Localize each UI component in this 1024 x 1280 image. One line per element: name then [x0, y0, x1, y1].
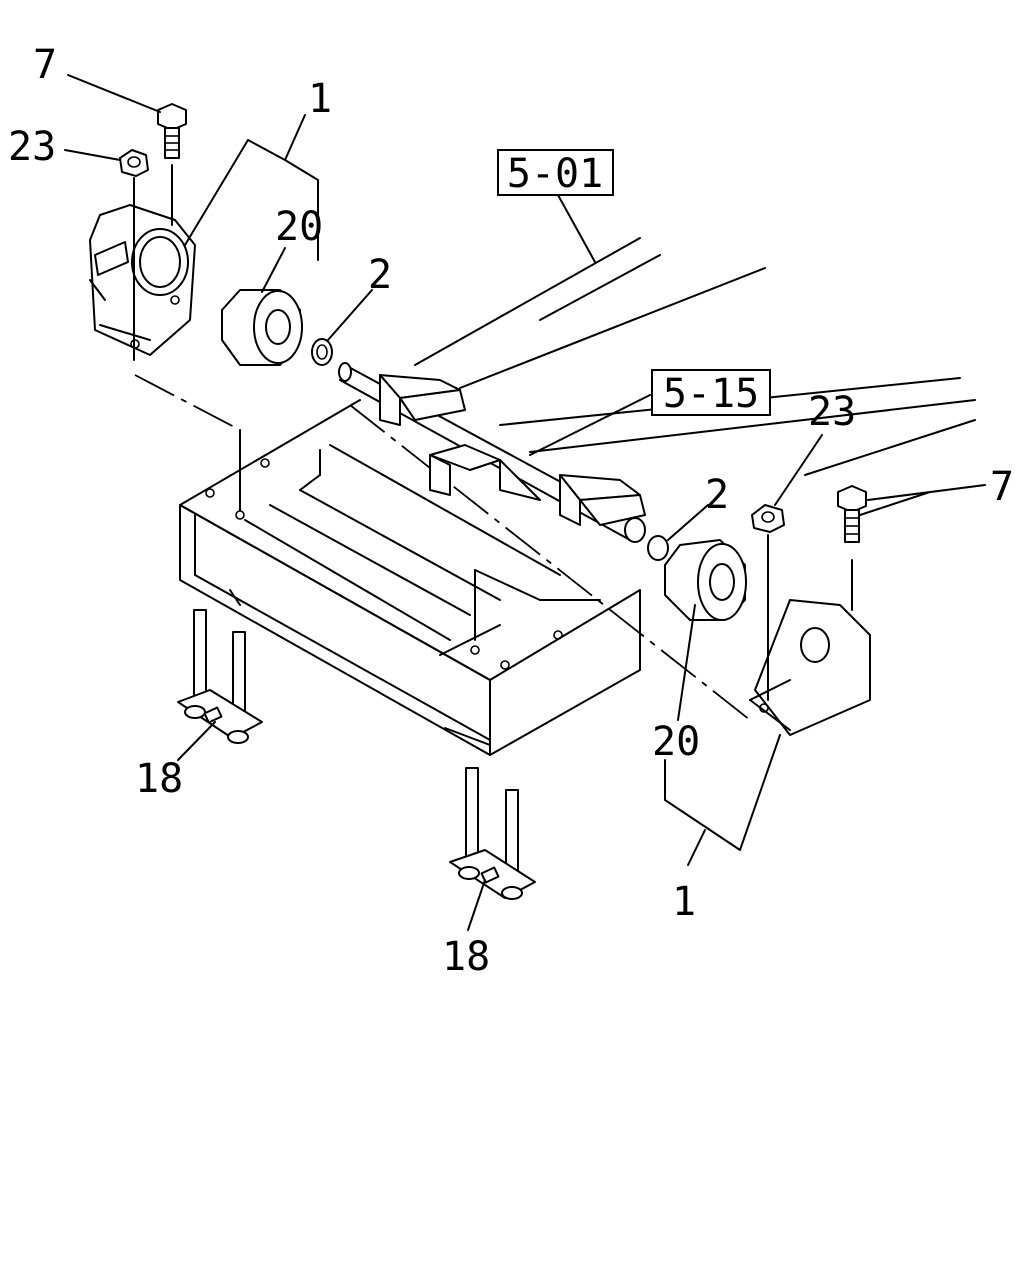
- reference-5-01-label: 5-01: [507, 151, 603, 197]
- callout-7-right: 7: [990, 464, 1014, 510]
- left-mount: [89, 103, 196, 361]
- callout-18-bottom: 18: [442, 934, 490, 980]
- reference-box-5-01[interactable]: 5-01: [497, 149, 614, 197]
- callout-20-top: 20: [275, 204, 323, 250]
- callout-2-top: 2: [368, 252, 392, 298]
- center-shaft: [338, 362, 646, 543]
- callout-23-right: 23: [808, 389, 856, 435]
- stud-bolts-bottom: [449, 767, 536, 900]
- frame-rails: [414, 237, 976, 516]
- callout-23-top: 23: [8, 124, 56, 170]
- callout-1-top: 1: [308, 76, 332, 122]
- right-mount: [749, 485, 871, 736]
- callout-1-bottom: 1: [672, 879, 696, 925]
- callout-2-right: 2: [705, 472, 729, 518]
- reference-5-15-label: 5-15: [663, 371, 759, 417]
- crossmember: [179, 399, 751, 756]
- bushing-top: [221, 289, 333, 366]
- callout-labels: 7 23 1 20 2 23 7 2 20 1 18 18: [8, 42, 1014, 980]
- reference-box-5-15[interactable]: 5-15: [651, 369, 771, 417]
- leader-lines: [64, 74, 986, 931]
- bushing-right: [647, 535, 747, 621]
- stud-bolts-left: [177, 609, 263, 744]
- callout-7-top: 7: [33, 42, 57, 88]
- callout-20-right: 20: [652, 719, 700, 765]
- callout-18-left: 18: [135, 756, 183, 802]
